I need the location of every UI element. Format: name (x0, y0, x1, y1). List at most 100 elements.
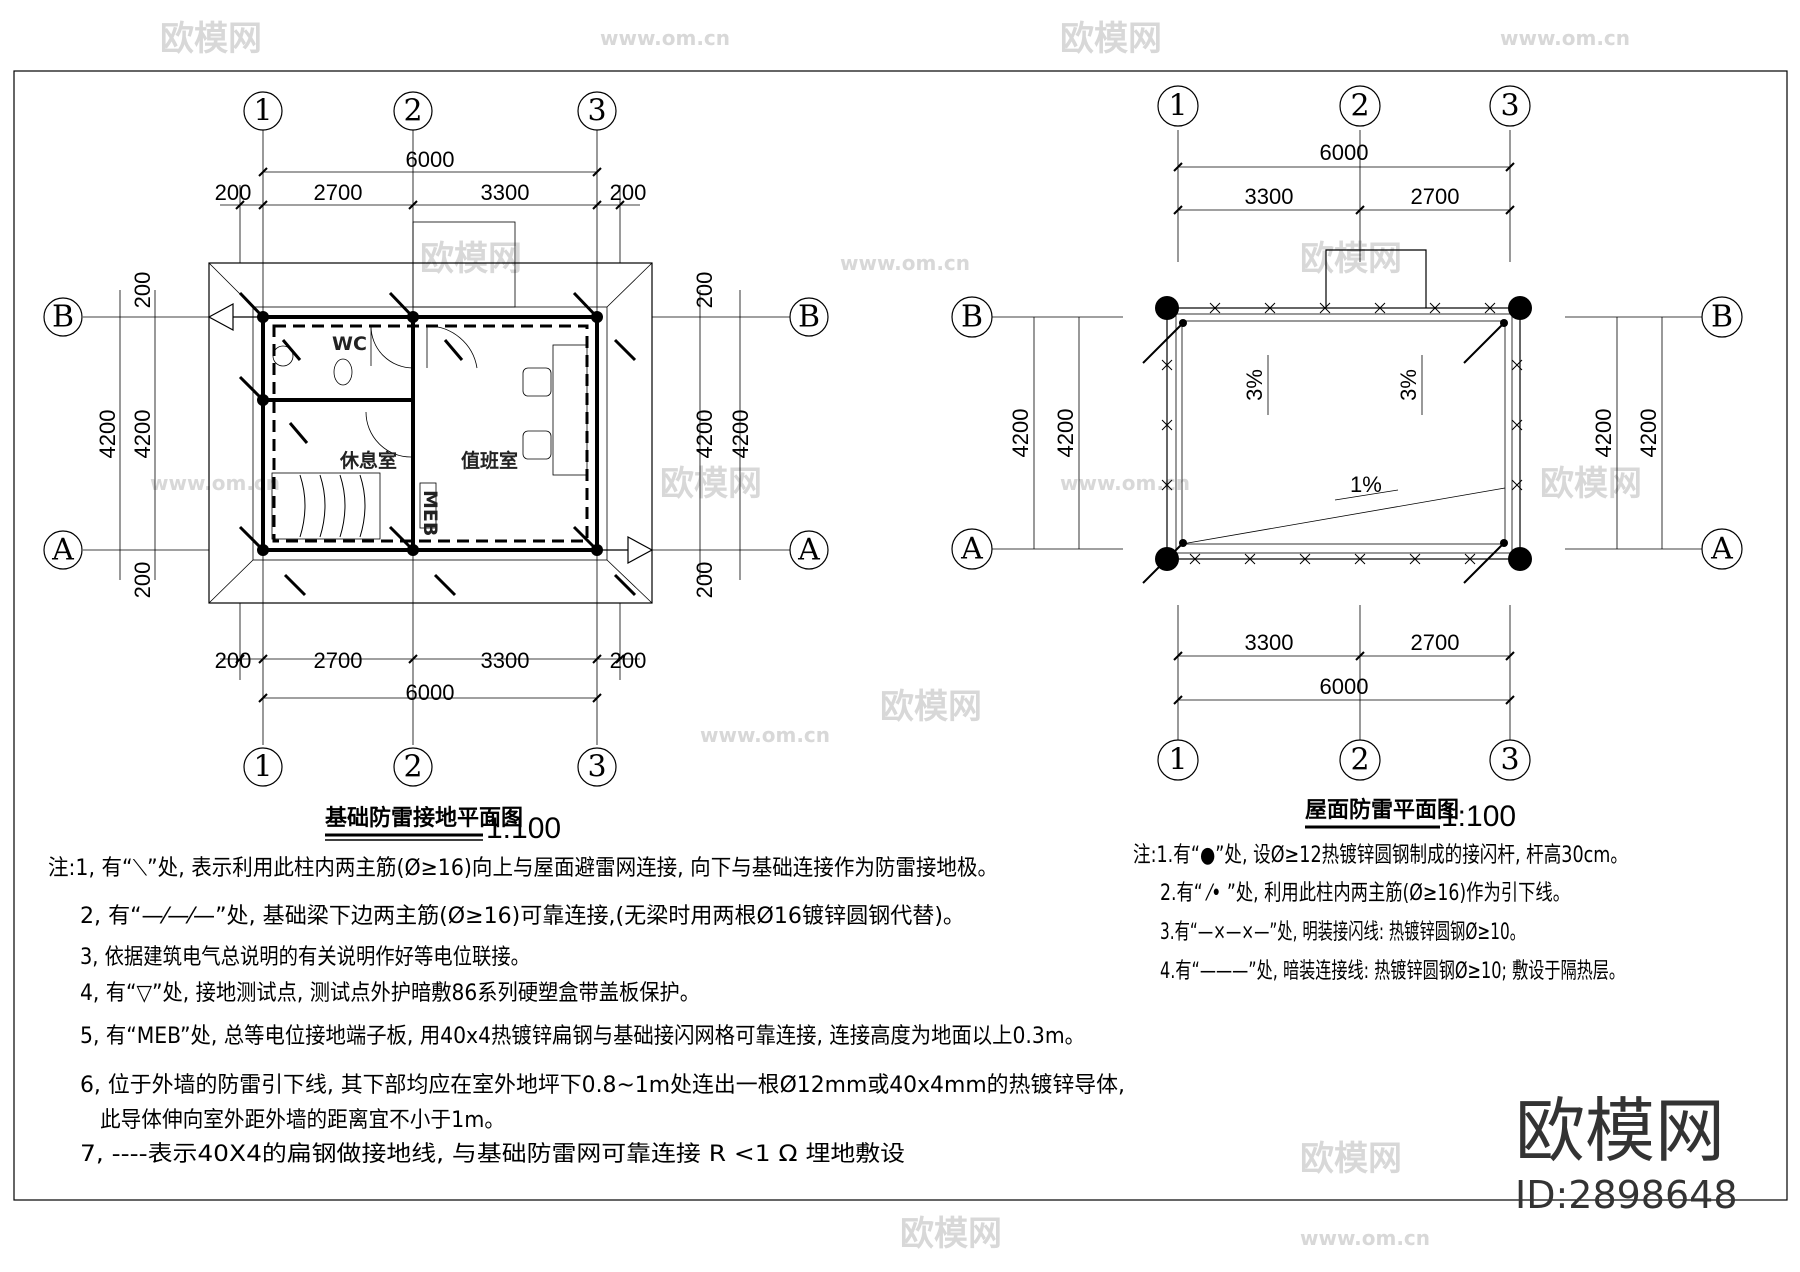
watermarks: 欧模网 www.om.cn 欧模网 www.om.cn 欧模网 www.om.c… (150, 19, 1642, 1254)
foundation-grounding-plan: WC 休息室 值班室 MEB 6000 200 2700 (43, 91, 1125, 1167)
roof-lightning-plan: 3% 3% 1% 6000 3300 2700 3300 2700 6000 4… (951, 85, 1743, 984)
wash-basin (272, 345, 294, 367)
watermark-logo: 欧模网 (880, 687, 982, 727)
dim-total-top: 6000 (1320, 140, 1369, 165)
svg-text:3: 3 (1500, 743, 1519, 778)
svg-text:1: 1 (1168, 89, 1187, 124)
note-item: 注:1, 有“⟍”处, 表示利用此柱内两主筋(Ø≥16)向上与屋面避雷网连接, … (48, 856, 998, 881)
svg-text:2: 2 (403, 750, 422, 785)
watermark-url: www.om.cn (840, 251, 970, 275)
lightning-protection-net (1166, 307, 1521, 560)
foundation-beam-outline (261, 315, 599, 552)
axis-bubbles: 1 2 3 1 2 3 B A B A (43, 91, 829, 787)
dim-label: 200 (215, 648, 252, 673)
plan-title: 基础防雷接地平面图 (325, 806, 523, 831)
dim-side: 4200 (692, 410, 717, 459)
svg-text:A: A (797, 533, 820, 568)
dim-side: 4200 (1591, 409, 1616, 458)
dim-side: 200 (130, 272, 155, 309)
rest-door (365, 411, 412, 458)
note-item: 注:1.有“●”处, 设Ø≥12热镀锌圆钢制成的接闪杆, 杆高30cm。 (1133, 843, 1628, 868)
slope-label: 3% (1242, 369, 1267, 401)
dim-label: 3300 (1245, 630, 1294, 655)
test-point-icon (207, 302, 234, 332)
svg-text:2: 2 (403, 94, 422, 129)
note-item: 6, 位于外墙的防雷引下线, 其下部均应在室外地坪下0.8~1m处连出一根Ø12… (80, 1073, 1125, 1098)
dim-label: 2700 (1411, 184, 1460, 209)
svg-text:A: A (960, 532, 983, 567)
note-item: 3.有“—×—×—”处, 明装接闪线: 热镀锌圆钢Ø≥10。 (1160, 920, 1525, 945)
dim-label: 200 (610, 648, 647, 673)
svg-text:B: B (1711, 300, 1733, 335)
watermark-logo: 欧模网 (1540, 464, 1642, 504)
dim-label: 3300 (481, 648, 530, 673)
brand-logo: 欧模网 (1515, 1090, 1725, 1172)
watermark-url: www.om.cn (150, 471, 280, 495)
chair (522, 430, 552, 460)
parapet-inner (1181, 320, 1506, 545)
gutter-line (1181, 487, 1506, 545)
chair (522, 367, 552, 397)
svg-text:B: B (961, 300, 983, 335)
bed (271, 472, 381, 540)
note-item: 4.有“———”处, 暗装连接线: 热镀锌圆钢Ø≥10; 敷设于隔热层。 (1160, 959, 1625, 984)
dim-label: 200 (610, 180, 647, 205)
entry-door (426, 325, 478, 369)
dim-side: 4200 (1636, 409, 1661, 458)
sheet-border (13, 70, 1788, 1201)
dim-label: 3300 (1245, 184, 1294, 209)
note-item: 4, 有“▽”处, 接地测试点, 测试点外护暗敷86系列硬塑盒带盖板保护。 (80, 981, 700, 1006)
room-label-duty: 值班室 (461, 449, 518, 472)
air-terminal-marks (1161, 302, 1523, 565)
slope-label: 3% (1396, 369, 1421, 401)
room-label-wc: WC (332, 333, 367, 355)
note-item: 此导体伸向室外距外墙的距离宜不小于1m。 (100, 1108, 505, 1133)
plan-scale: 1:100 (1441, 800, 1516, 833)
dim-side: 4200 (728, 410, 753, 459)
dim-label: 200 (215, 180, 252, 205)
watermark-logo: 欧模网 (160, 19, 262, 59)
watermark-url: www.om.cn (600, 26, 730, 50)
watermark-logo: 欧模网 (900, 1214, 1002, 1254)
svg-text:1: 1 (253, 94, 272, 129)
plan-scale: 1:100 (486, 812, 561, 845)
watermark-logo: 欧模网 (660, 464, 762, 504)
watermark-url: www.om.cn (1060, 471, 1190, 495)
watermark-url: www.om.cn (700, 723, 830, 747)
watermark-url: www.om.cn (1500, 26, 1630, 50)
plan-title: 屋面防雷平面图 (1305, 798, 1459, 823)
svg-text:2: 2 (1350, 89, 1369, 124)
svg-text:3: 3 (587, 750, 606, 785)
left-notes: 注:1, 有“⟍”处, 表示利用此柱内两主筋(Ø≥16)向上与屋面避雷网连接, … (48, 856, 1125, 1167)
watermark-logo: 欧模网 (1300, 239, 1402, 279)
air-terminal-icons (1155, 296, 1532, 571)
test-point-icon (627, 535, 654, 565)
svg-text:A: A (51, 533, 74, 568)
svg-text:1: 1 (253, 750, 272, 785)
watermark-logo: 欧模网 (420, 239, 522, 279)
note-item: 2.有“ ⁄• ”处, 利用此柱内两主筋(Ø≥16)作为引下线。 (1160, 881, 1570, 906)
svg-text:2: 2 (1350, 743, 1369, 778)
note-item: 2, 有“—⁄—⁄—”处, 基础梁下边两主筋(Ø≥16)可靠连接,(无梁时用两根… (80, 904, 965, 929)
svg-text:B: B (52, 300, 74, 335)
watermark-logo: 欧模网 (1060, 19, 1162, 59)
axis-bubbles: 1 2 3 1 2 3 B A B A (951, 85, 1743, 781)
wc-door (370, 325, 414, 369)
svg-text:3: 3 (587, 94, 606, 129)
watermark-url: www.om.cn (1300, 1226, 1430, 1250)
dim-side: 4200 (95, 410, 120, 459)
note-item: 3, 依据建筑电气总说明的有关说明作好等电位联接。 (80, 945, 530, 970)
dim-side: 4200 (1053, 409, 1078, 458)
note-item: 5, 有“MEB”处, 总等电位接地端子板, 用40x4热镀锌扁钢与基础接闪网格… (80, 1024, 1085, 1049)
grounding-electrode-icons (238, 291, 637, 597)
dim-side: 4200 (130, 410, 155, 459)
room-label-rest: 休息室 (339, 449, 397, 472)
svg-text:3: 3 (1500, 89, 1519, 124)
svg-text:B: B (798, 300, 820, 335)
brand-id: ID:2898648 (1515, 1173, 1738, 1217)
roof-access-box (1325, 249, 1427, 308)
note-item: 7, ----表示40X4的扁钢做接地线, 与基础防雷网可靠连接 R <1 Ω … (80, 1142, 905, 1167)
roof-outline (208, 262, 653, 604)
desk (552, 344, 588, 476)
